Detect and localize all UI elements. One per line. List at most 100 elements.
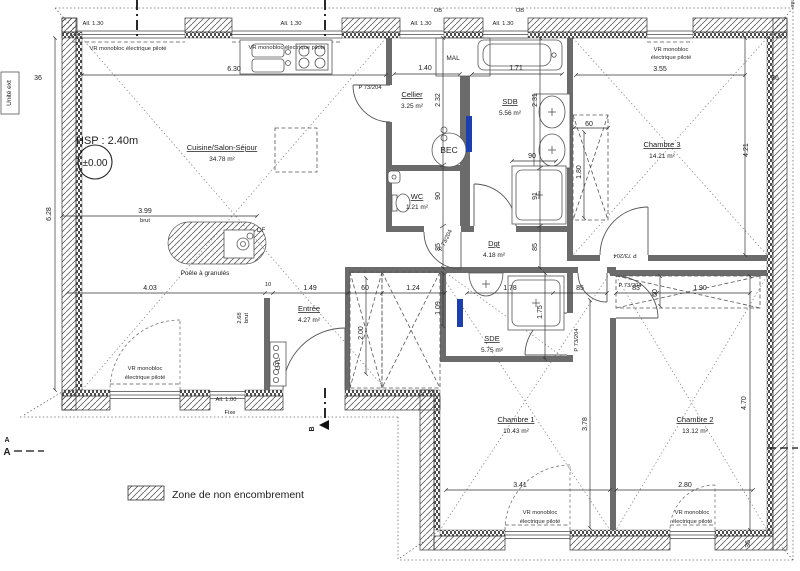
dim: 91: [532, 192, 539, 200]
dim: 4.21: [743, 143, 750, 157]
door-label: P 73/204: [358, 85, 382, 91]
allege-label: All. 1.30: [281, 21, 302, 27]
room-label-sde: SDE 5.75 m²: [481, 334, 504, 354]
dim: 1.78: [503, 285, 517, 292]
dim: 1.90: [693, 285, 707, 292]
svg-text:SDE: SDE: [484, 334, 499, 343]
text-labels: All. 1.30 All. 1.30 All. 1.30 All. 1.30 …: [3, 0, 795, 548]
door-chambre2: [615, 275, 659, 319]
room-label-wc: WC 1.21 m²: [406, 192, 429, 211]
washbasin-sde: [468, 272, 504, 297]
shutter-label: VR monobloc: [128, 366, 163, 372]
dim: 3.99: [138, 208, 152, 215]
legend: Zone de non encombrement: [127, 485, 304, 501]
washing-machine-mal: [435, 37, 491, 77]
door-sdb: [473, 183, 517, 227]
svg-text:5.75 m²: 5.75 m²: [481, 347, 504, 354]
dim: 90: [435, 192, 442, 200]
shutter-label: VR monobloc électrique piloté: [89, 46, 166, 52]
door-label: P 73/204: [613, 252, 637, 258]
legend-swatch: [127, 485, 165, 501]
svg-text:Entrée: Entrée: [298, 304, 320, 313]
dim: 2.32: [435, 93, 442, 107]
door-chambre1: [577, 272, 608, 303]
svg-text:34.78 m²: 34.78 m²: [209, 156, 235, 163]
svg-text:Chambre 3: Chambre 3: [643, 140, 680, 149]
svg-text:Dgt: Dgt: [488, 239, 501, 248]
dim: 36: [771, 75, 779, 82]
door-entree-front: [282, 327, 346, 391]
dim: 2.31: [532, 93, 539, 107]
fixtures: [0, 37, 571, 387]
svg-text:SDB: SDB: [502, 97, 517, 106]
allege-label: All. 1.30: [493, 21, 514, 27]
shower-sdb: [511, 165, 567, 225]
svg-text:1.21 m²: 1.21 m²: [406, 204, 429, 211]
wc-hand-basin: [387, 170, 401, 184]
room-label-cellier: Cellier 3.25 m²: [401, 90, 424, 110]
bec-label: BEC: [440, 145, 457, 155]
dim: 1.80: [576, 165, 583, 179]
dim: 2.68: [237, 312, 243, 323]
dim: 2.80: [678, 482, 692, 489]
shutter-label: électrique piloté: [520, 519, 561, 525]
svg-text:Cellier: Cellier: [401, 90, 423, 99]
svg-text:Chambre 2: Chambre 2: [676, 415, 713, 424]
room-label-sdb: SDB 5.56 m²: [499, 97, 522, 117]
allege-label: All. 1.00: [216, 397, 237, 403]
section-a-label: A: [4, 437, 9, 444]
gtl-label: GTL: [275, 357, 282, 370]
room-label-chambre3: Chambre 3 14.21 m²: [643, 140, 680, 160]
room-label-salon: Cuisine/Salon-Séjour 34.78 m²: [187, 143, 258, 163]
dim: 4.03: [143, 285, 157, 292]
dim: 6.28: [46, 207, 53, 221]
svg-text:WC: WC: [411, 192, 424, 201]
exterior-walls: [61, 17, 788, 551]
unite-ext-label: Unité ext: [6, 80, 13, 106]
dim: 6.30: [227, 66, 241, 73]
closets: [349, 114, 761, 389]
dim: 60: [361, 285, 369, 292]
dim: 10: [265, 282, 271, 288]
dim: 1.71: [509, 65, 523, 72]
fixe-label: Fixe: [225, 410, 236, 416]
dim: brut: [140, 218, 150, 224]
dim: 60: [585, 121, 593, 128]
dim: 3.55: [653, 66, 667, 73]
dim: 4.70: [741, 396, 748, 410]
gtl-cabinet: [269, 341, 287, 387]
room-label-chambre1: Chambre 1 10.43 m²: [497, 415, 534, 435]
svg-text:4.18 m²: 4.18 m²: [483, 252, 506, 259]
dim: 36: [745, 540, 752, 548]
pellet-stove: [167, 221, 267, 265]
dim: 1.40: [418, 65, 432, 72]
closet-entree-2: [381, 271, 441, 389]
section-b-arrow: [319, 420, 329, 430]
shutter-label: VR monobloc: [523, 510, 558, 516]
legend-label: Zone de non encombrement: [172, 489, 304, 501]
svg-text:10.43 m²: 10.43 m²: [503, 428, 529, 435]
dim: 1.09: [435, 301, 442, 315]
towel-radiator-sdb: [466, 116, 472, 152]
door-label: P 73/204: [618, 283, 642, 289]
section-a-label: A: [3, 447, 10, 458]
level-marker: HSP : 2.40m ±0.00: [76, 135, 138, 180]
room-diagonals: [81, 37, 768, 531]
svg-text:13.12 m²: 13.12 m²: [682, 428, 708, 435]
wc-fixture: [391, 193, 411, 213]
dim: 3.41: [513, 482, 527, 489]
door-cellier: [352, 84, 391, 123]
allege-label: All. 1.30: [411, 21, 432, 27]
dim: 36: [34, 75, 42, 82]
door-label: P 73/204: [574, 328, 580, 352]
room-label-dgt: Dgt 4.18 m²: [483, 239, 506, 259]
dim: 85: [532, 243, 539, 251]
dim: brut: [244, 313, 250, 323]
dim: 1.49: [303, 285, 317, 292]
dim: 3.78: [582, 417, 589, 431]
ob-label: OB: [434, 8, 443, 14]
section-lines: [14, 0, 798, 452]
svg-text:5.56 m²: 5.56 m²: [499, 110, 522, 117]
svg-text:HSP : 2.40m: HSP : 2.40m: [76, 135, 138, 147]
